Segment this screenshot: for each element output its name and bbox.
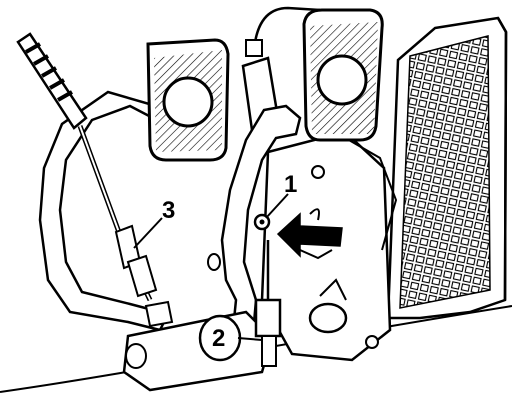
callout-1: 1 <box>284 171 297 198</box>
pivot-shaft <box>122 300 274 392</box>
cable-handle-grip <box>16 32 88 130</box>
leader-line-1 <box>265 193 289 219</box>
accelerator-pedal <box>386 16 508 320</box>
leader-line-2 <box>237 337 263 341</box>
arrow-indicator <box>276 212 343 258</box>
callout-3: 3 <box>162 197 175 224</box>
adjuster-screw <box>253 213 271 231</box>
leader-line-3 <box>133 217 163 249</box>
brake-light-switch <box>254 240 348 367</box>
brake-pedal-pad <box>302 8 384 142</box>
clutch-cable <box>77 125 158 302</box>
clutch-pedal-pad <box>146 38 230 162</box>
callout-2: 2 <box>212 325 225 352</box>
